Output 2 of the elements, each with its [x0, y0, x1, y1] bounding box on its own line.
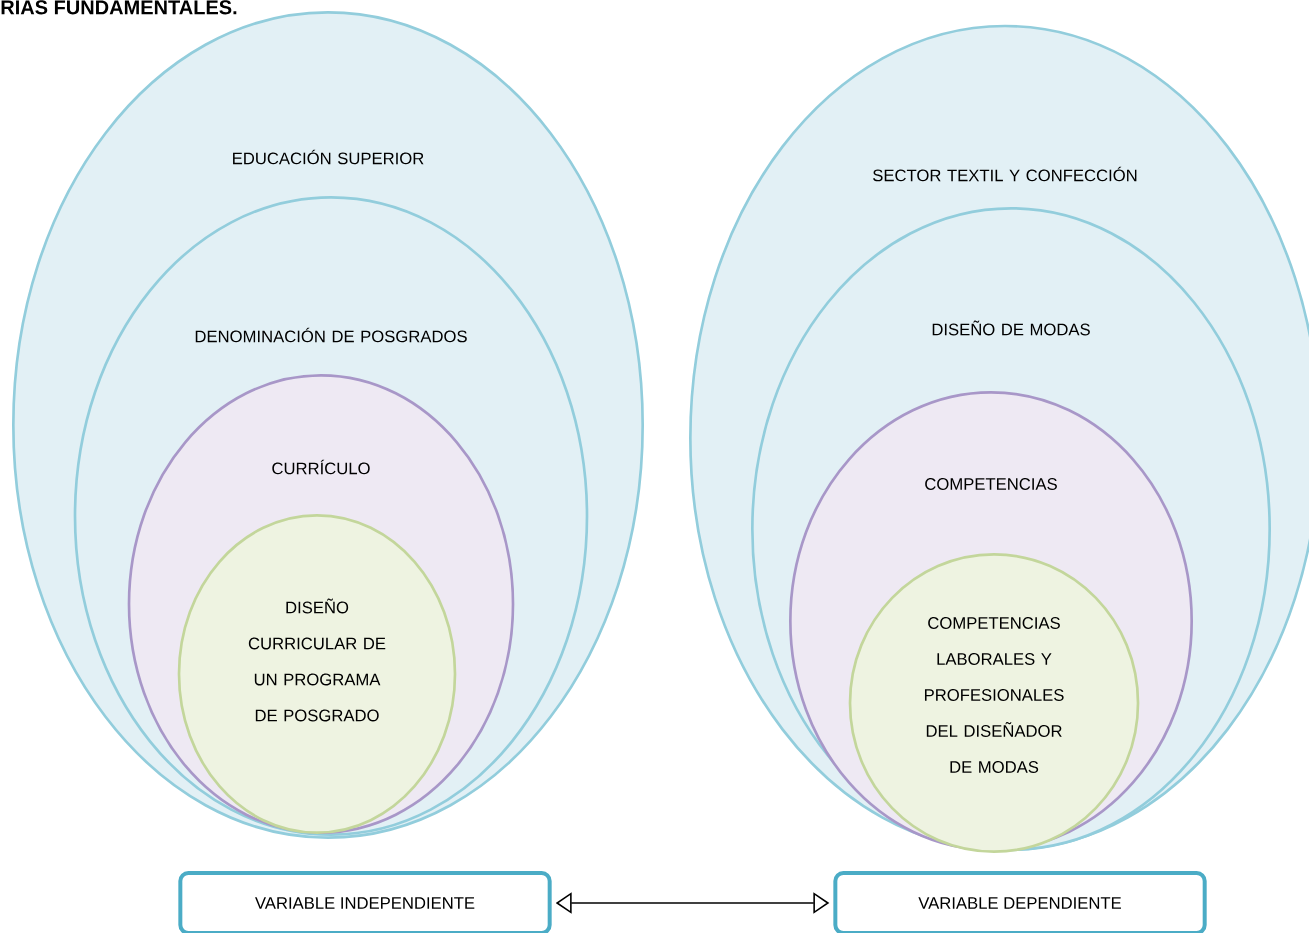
variable-box: VARIABLE INDEPENDIENTE: [178, 871, 552, 933]
variable-box: VARIABLE DEPENDIENTE: [833, 871, 1207, 933]
